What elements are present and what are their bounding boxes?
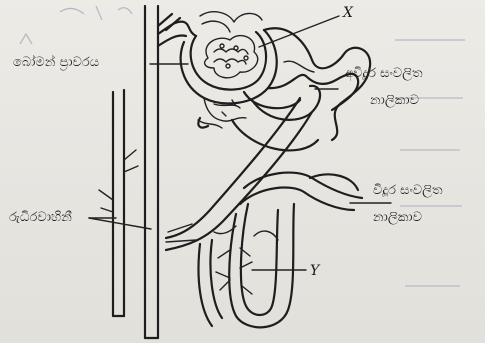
afferent-arteriole (158, 14, 196, 46)
label-x: X (343, 6, 353, 20)
label-distal-tubule-line1: විදූර සංවලිත (373, 184, 443, 197)
vasa-recta-network (166, 224, 278, 294)
leader-lines (89, 16, 391, 270)
label-distal-tubule-line2: නාලිකාව (373, 211, 422, 224)
bowmans-capsule (181, 12, 277, 104)
label-bowmans-capsule: බෝමන් ප්‍රාවරය (13, 56, 99, 69)
proximal-convoluted-tubule (232, 28, 370, 150)
label-blood-vessels: රුධිරවාහිනී (9, 211, 72, 224)
collecting-duct (145, 6, 158, 338)
label-proximal-tubule-line2: නාලිකාව (370, 94, 419, 107)
glomerulus (205, 36, 258, 78)
distal-convoluted-tubule (240, 173, 362, 210)
label-proximal-tubule-line1: අවිදූර සංවලිත (345, 67, 423, 80)
loop-of-henle (199, 204, 295, 327)
label-y: Y (310, 264, 319, 278)
blood-vessel-left (99, 90, 138, 316)
